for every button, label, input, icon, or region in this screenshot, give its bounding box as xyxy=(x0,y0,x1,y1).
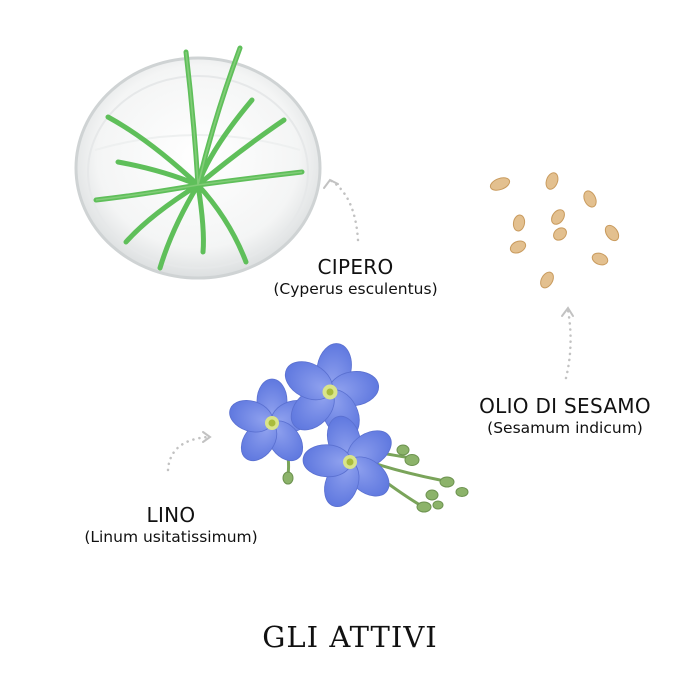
lino-label: LINO (Linum usitatissimum) xyxy=(64,503,278,547)
cipero-name: CIPERO xyxy=(317,255,394,279)
cipero-latin-name: (Cyperus esculentus) xyxy=(273,280,438,298)
cipero-arrow-icon xyxy=(328,178,360,242)
sesamo-latin-name: (Sesamum indicum) xyxy=(487,419,643,437)
sesamo-label: OLIO DI SESAMO (Sesamum indicum) xyxy=(462,394,668,438)
lino-latin-name: (Linum usitatissimum) xyxy=(84,528,258,546)
sesamo-name: OLIO DI SESAMO xyxy=(479,394,651,418)
lino-name: LINO xyxy=(146,503,196,527)
cipero-label: CIPERO (Cyperus esculentus) xyxy=(248,255,463,299)
lino-arrow-icon xyxy=(166,435,210,472)
sesame-seeds-icon xyxy=(489,172,620,289)
cyperus-bowl-icon xyxy=(74,45,322,280)
cipero-arrowhead-icon xyxy=(323,178,339,189)
page-title: GLI ATTIVI xyxy=(262,620,438,654)
sesamo-arrow-icon xyxy=(564,308,572,380)
lino-arrowhead-icon xyxy=(202,431,212,443)
sesamo-arrowhead-icon xyxy=(561,306,574,317)
flax-flowers-icon xyxy=(229,343,469,513)
